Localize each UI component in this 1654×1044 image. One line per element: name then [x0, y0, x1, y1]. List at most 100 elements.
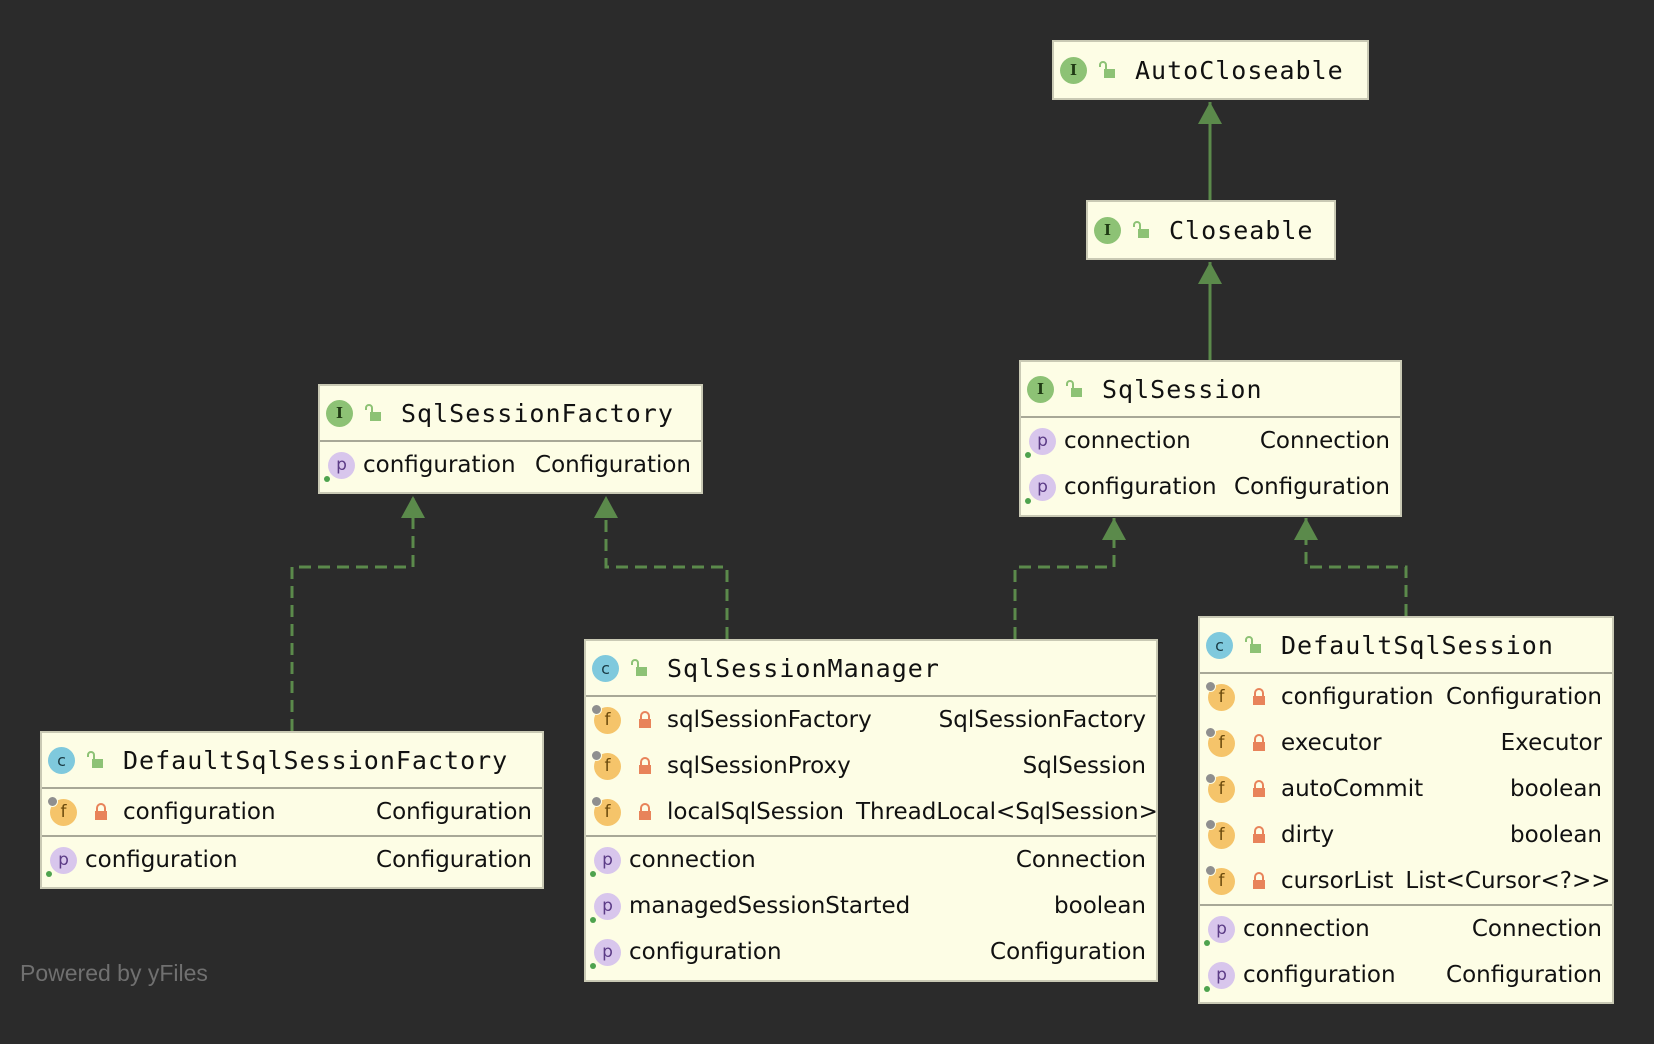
property-row[interactable]: p connection Connection	[1021, 418, 1400, 464]
autocloseable-interface-node[interactable]: I AutoCloseable	[1052, 40, 1369, 100]
property-row[interactable]: p connection Connection	[1200, 906, 1612, 952]
property-type: Configuration	[990, 939, 1146, 965]
property-type: Connection	[1471, 916, 1602, 942]
field-icon: f	[591, 795, 621, 826]
public-unlock-icon	[365, 404, 381, 421]
field-row[interactable]: f configuration Configuration	[42, 789, 542, 835]
defaultsqlsession-class-node[interactable]: c DefaultSqlSession f configuration Conf…	[1198, 616, 1614, 1004]
field-row[interactable]: f configuration Configuration	[1200, 674, 1612, 720]
property-name: connection	[1243, 916, 1370, 942]
property-row[interactable]: p configuration Configuration	[1200, 952, 1612, 998]
public-unlock-icon	[1099, 61, 1115, 78]
property-icon: p	[1025, 473, 1056, 504]
property-icon: p	[590, 892, 621, 923]
property-type: Configuration	[1446, 962, 1602, 988]
property-icon: p	[1204, 961, 1235, 992]
private-lock-icon	[639, 757, 651, 774]
property-row[interactable]: p configuration Configuration	[320, 442, 701, 488]
property-icon: p	[324, 451, 355, 482]
properties-section: p connection Connection p configuration …	[1021, 418, 1400, 510]
properties-section: p connection Connection p managedSession…	[586, 835, 1156, 975]
arrowhead-sqlsession-left	[1102, 518, 1126, 540]
interface-icon: I	[1094, 216, 1121, 244]
property-type: Configuration	[376, 847, 532, 873]
private-lock-icon	[1253, 826, 1265, 843]
field-icon: f	[1205, 772, 1235, 803]
field-icon: f	[591, 703, 621, 734]
field-type: boolean	[1510, 776, 1602, 802]
field-row[interactable]: f executor Executor	[1200, 720, 1612, 766]
edge-sqlsessionmanager-sqlsession	[1013, 518, 1116, 639]
property-row[interactable]: p configuration Configuration	[42, 837, 542, 883]
property-icon: p	[1025, 427, 1056, 458]
sqlsession-interface-node[interactable]: I SqlSession p connection Connection p c…	[1019, 360, 1402, 517]
public-unlock-icon	[631, 659, 647, 676]
field-icon: f	[47, 795, 77, 826]
field-row[interactable]: f autoCommit boolean	[1200, 766, 1612, 812]
node-title: DefaultSqlSession	[1281, 630, 1554, 660]
interface-icon: I	[1060, 56, 1087, 84]
field-name: localSqlSession	[667, 799, 844, 825]
field-name: autoCommit	[1281, 776, 1424, 802]
property-type: Connection	[1259, 428, 1390, 454]
class-icon: c	[48, 746, 75, 774]
field-row[interactable]: f cursorList List<Cursor<?>>	[1200, 858, 1612, 904]
private-lock-icon	[95, 803, 107, 820]
sqlsessionmanager-class-node[interactable]: c SqlSessionManager f sqlSessionFactory …	[584, 639, 1158, 982]
properties-section: p connection Connection p configuration …	[1200, 904, 1612, 998]
properties-section: p configuration Configuration	[42, 835, 542, 883]
property-row[interactable]: p managedSessionStarted boolean	[586, 883, 1156, 929]
field-name: configuration	[123, 799, 276, 825]
class-icon: c	[592, 654, 619, 682]
field-name: dirty	[1281, 822, 1335, 848]
property-icon: p	[590, 846, 621, 877]
defaultsqlsessionfactory-class-node[interactable]: c DefaultSqlSessionFactory f configurati…	[40, 731, 544, 889]
fields-section: f configuration Configuration f executor…	[1200, 674, 1612, 904]
public-unlock-icon	[1133, 221, 1149, 238]
node-header: I SqlSession	[1021, 362, 1400, 418]
property-name: connection	[1064, 428, 1191, 454]
field-type: boolean	[1510, 822, 1602, 848]
private-lock-icon	[1253, 780, 1265, 797]
field-type: Configuration	[376, 799, 532, 825]
field-row[interactable]: f dirty boolean	[1200, 812, 1612, 858]
closeable-interface-node[interactable]: I Closeable	[1086, 200, 1336, 260]
field-icon: f	[1205, 726, 1235, 757]
field-row[interactable]: f sqlSessionFactory SqlSessionFactory	[586, 697, 1156, 743]
private-lock-icon	[639, 803, 651, 820]
field-type: Executor	[1500, 730, 1602, 756]
arrowhead-sqlsessionfactory-left	[401, 496, 425, 518]
property-row[interactable]: p configuration Configuration	[586, 929, 1156, 975]
property-type: Configuration	[1234, 474, 1390, 500]
property-icon: p	[1204, 915, 1235, 946]
sqlsessionfactory-interface-node[interactable]: I SqlSessionFactory p configuration Conf…	[318, 384, 703, 494]
field-row[interactable]: f localSqlSession ThreadLocal<SqlSession…	[586, 789, 1158, 835]
field-name: sqlSessionProxy	[667, 753, 851, 779]
property-type: Connection	[1015, 847, 1146, 873]
interface-icon: I	[326, 399, 353, 427]
public-unlock-icon	[87, 751, 103, 768]
public-unlock-icon	[1245, 636, 1261, 653]
property-row[interactable]: p configuration Configuration	[1021, 464, 1400, 510]
arrowhead-autocloseable	[1198, 102, 1222, 124]
private-lock-icon	[1253, 872, 1265, 889]
node-title: DefaultSqlSessionFactory	[123, 745, 509, 775]
property-name: configuration	[1243, 962, 1396, 988]
property-row[interactable]: p connection Connection	[586, 837, 1156, 883]
powered-by-watermark: Powered by yFiles	[20, 960, 208, 986]
interface-icon: I	[1027, 375, 1054, 403]
field-row[interactable]: f sqlSessionProxy SqlSession	[586, 743, 1156, 789]
field-name: configuration	[1281, 684, 1434, 710]
private-lock-icon	[639, 711, 651, 728]
node-title: SqlSessionFactory	[401, 398, 674, 428]
fields-section: f sqlSessionFactory SqlSessionFactory f …	[586, 697, 1158, 835]
field-type: SqlSessionFactory	[938, 707, 1146, 733]
node-header: c DefaultSqlSessionFactory	[42, 733, 542, 789]
node-title: Closeable	[1169, 215, 1314, 245]
node-title: AutoCloseable	[1135, 55, 1344, 85]
field-type: ThreadLocal<SqlSession>	[855, 799, 1158, 825]
class-icon: c	[1206, 631, 1233, 659]
property-type: Configuration	[535, 452, 691, 478]
property-type: boolean	[1054, 893, 1146, 919]
